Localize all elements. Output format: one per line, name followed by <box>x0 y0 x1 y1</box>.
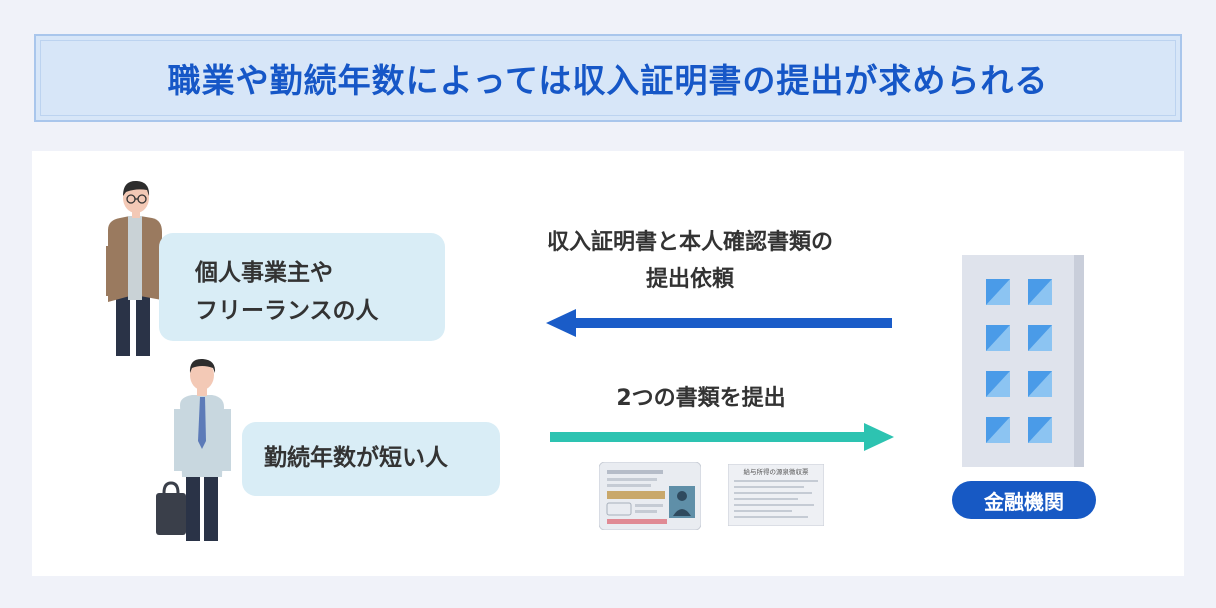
financial-institution-building-icon <box>962 255 1084 467</box>
withholding-slip-header: 給与所得の源泉徴収票 <box>744 467 810 476</box>
speech-bubble-freelancer: 個人事業主や フリーランスの人 <box>159 233 445 341</box>
speech-bubble-freelancer-line-2: フリーランスの人 <box>195 298 379 324</box>
submit-arrow-right <box>550 423 894 451</box>
submit-arrow-label: 2つの書類を提出 <box>580 380 822 417</box>
employee-person-illustration <box>156 358 231 541</box>
request-arrow-left <box>546 309 892 337</box>
title-banner: 職業や勤続年数によっては収入証明書の提出が求められる <box>34 34 1182 122</box>
speech-bubble-short-tenure: 勤続年数が短い人 <box>242 422 500 496</box>
page-title: 職業や勤続年数によっては収入証明書の提出が求められる <box>167 61 1049 100</box>
speech-bubble-short-tenure-line-1: 勤続年数が短い人 <box>264 445 448 471</box>
request-arrow-label-line-1: 収入証明書と本人確認書類の <box>546 230 833 255</box>
freelancer-person-illustration <box>106 180 164 356</box>
id-card-document-icon <box>599 462 701 530</box>
financial-institution-badge: 金融機関 <box>952 481 1096 519</box>
request-arrow-label: 収入証明書と本人確認書類の 提出依頼 <box>500 224 880 298</box>
title-banner-inner-border <box>40 40 1176 116</box>
speech-bubble-freelancer-line-1: 個人事業主や <box>195 260 333 286</box>
withholding-slip-document-icon: 給与所得の源泉徴収票 <box>728 464 824 526</box>
diagram-panel: 個人事業主や フリーランスの人 勤続年数が短い人 収入証明書と本人確認書類の 提… <box>32 151 1184 576</box>
submit-arrow-label-line-1: 2つの書類を提出 <box>616 386 786 411</box>
request-arrow-label-line-2: 提出依頼 <box>645 267 734 292</box>
